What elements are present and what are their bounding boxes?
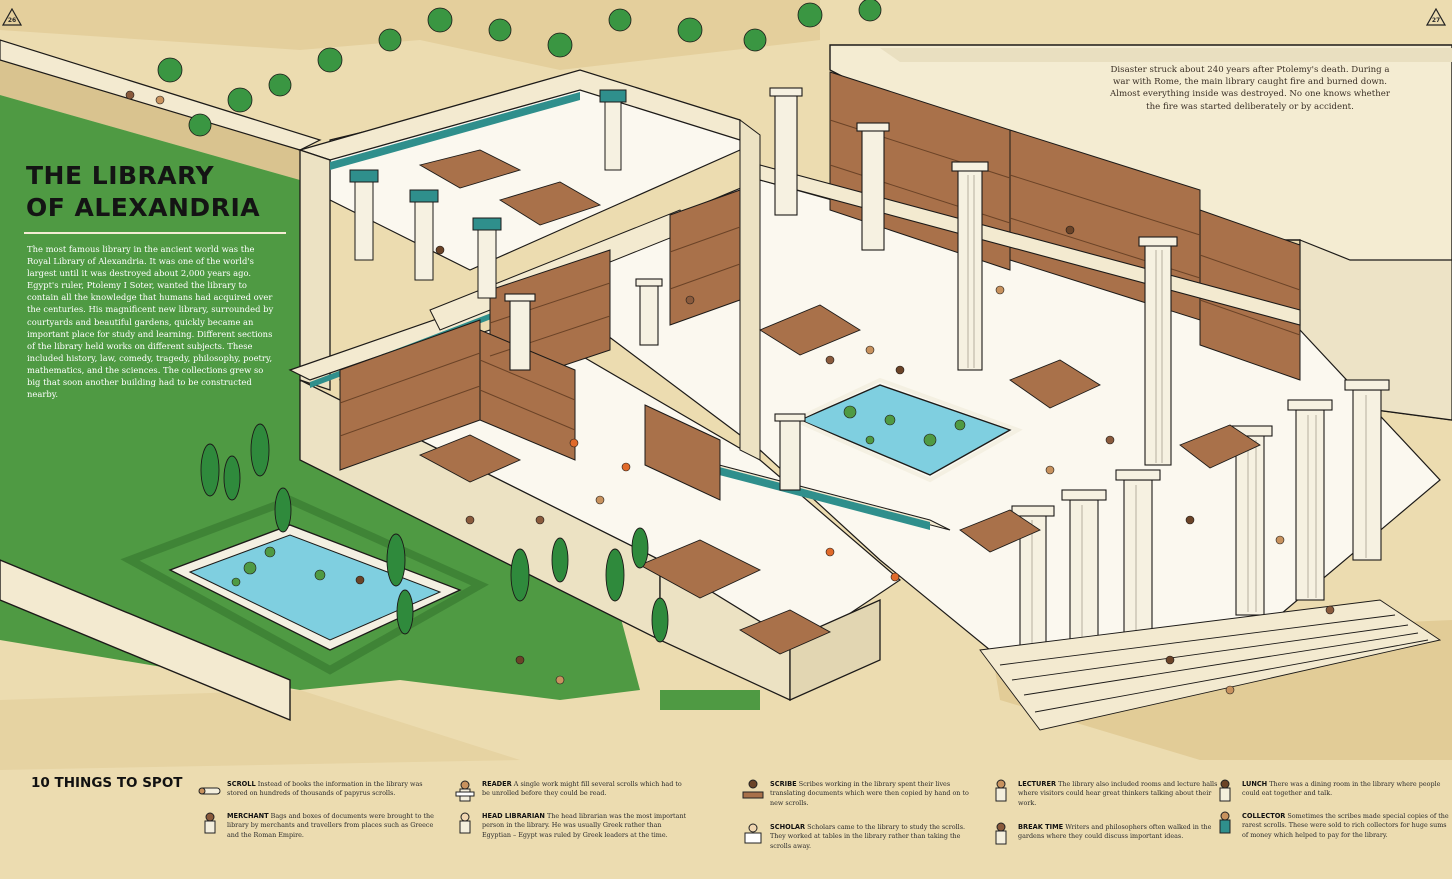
spot-label: LUNCH [1242,780,1268,788]
garden-lawn-bed [120,495,489,675]
columns [504,87,1390,671]
cypress-trees [200,423,669,643]
spot-label: BREAK TIME [1018,823,1064,831]
garden-wall [0,39,322,151]
tables [418,149,1261,655]
spot-description: Scholars came to the library to study th… [770,823,966,850]
spot-description: Bags and boxes of documents were brought… [227,812,434,839]
pool-rim [790,377,1023,483]
spot-description: The library also included rooms and lect… [1018,780,1218,807]
outer-wall [789,598,881,702]
column-flutes [967,175,1367,668]
spot-text: LECTURER The library also included rooms… [1018,780,1226,808]
outer-wall [299,149,331,391]
lotus-columns [349,89,627,299]
lily-pads [843,405,966,447]
torches [569,438,900,582]
merchant-icon [204,812,216,834]
lunch-icon [1219,779,1231,802]
spot-text: HEAD LIBRARIAN The head librarian was th… [482,812,690,840]
interior-wall [739,119,761,461]
page-title: THE LIBRARY OF ALEXANDRIA [26,160,260,224]
spot-description: There was a dining room in the library w… [1242,780,1441,798]
stone-path [0,60,300,180]
spot-text: SCRIBE Scribes working in the library sp… [770,780,978,808]
disaster-paragraph: Disaster struck about 240 years after Pt… [1110,65,1390,112]
spot-text: BREAK TIME Writers and philosophers ofte… [1018,823,1226,842]
spot-label: HEAD LIBRARIAN [482,812,545,820]
title-line-2: OF ALEXANDRIA [26,193,261,222]
spot-description: A single work might fill several scrolls… [482,780,682,798]
scholar-icon [744,823,762,844]
spot-text: MERCHANT Bags and boxes of documents wer… [227,812,435,840]
people [125,90,1335,695]
triangle-icon [2,8,22,26]
spot-text: SCHOLAR Scholars came to the library to … [770,823,978,851]
page-number-right-label: 27 [1431,17,1441,24]
spot-label: SCHOLAR [770,823,806,831]
teal-frieze [700,462,930,530]
title-line-1: THE LIBRARY [26,161,215,190]
collector-icon [1219,811,1231,834]
spot-description: The head librarian was the most importan… [482,812,687,839]
spot-label: MERCHANT [227,812,269,820]
spot-label: READER [482,780,512,788]
spot-description: Sometimes the scribes made special copie… [1242,812,1449,839]
spot-label: SCRIBE [770,780,797,788]
palm-trees [157,0,882,137]
spot-text: LUNCH There was a dining room in the lib… [1242,780,1450,799]
things-to-spot-heading: 10 THINGS TO SPOT [31,775,183,791]
spot-text: COLLECTOR Sometimes the scribes made spe… [1242,812,1450,840]
reader-icon [455,780,475,802]
spot-description: Writers and philosophers often walked in… [1018,823,1212,841]
page-number-right: 27 [1426,8,1446,26]
garden-wall [0,559,291,722]
spot-text: SCROLL Instead of books the information … [227,780,435,799]
spot-description: Instead of books the information in the … [227,780,423,798]
garden-lawn [660,690,760,710]
scroll-icon [198,787,221,795]
roof-inner [880,48,1452,62]
lily-pads [231,546,326,587]
scribe-icon [742,779,764,799]
head-librarian-icon [459,812,471,834]
page-number-left: 26 [2,8,22,26]
triangle-icon [1426,8,1446,26]
spot-label: SCROLL [227,780,256,788]
page-number-left-label: 26 [7,17,17,24]
title-divider [24,232,286,234]
break-time-icon [995,822,1007,845]
spot-description: Scribes working in the library spent the… [770,780,969,807]
garden-pool [188,534,442,641]
intro-paragraph: The most famous library in the ancient w… [27,244,274,400]
entrance-steps [979,599,1442,731]
teal-frieze [330,92,580,170]
spot-label: COLLECTOR [1242,812,1286,820]
lecturer-icon [995,779,1007,802]
spot-label: LECTURER [1018,780,1057,788]
spot-text: READER A single work might fill several … [482,780,690,799]
sand-dune [0,690,520,770]
